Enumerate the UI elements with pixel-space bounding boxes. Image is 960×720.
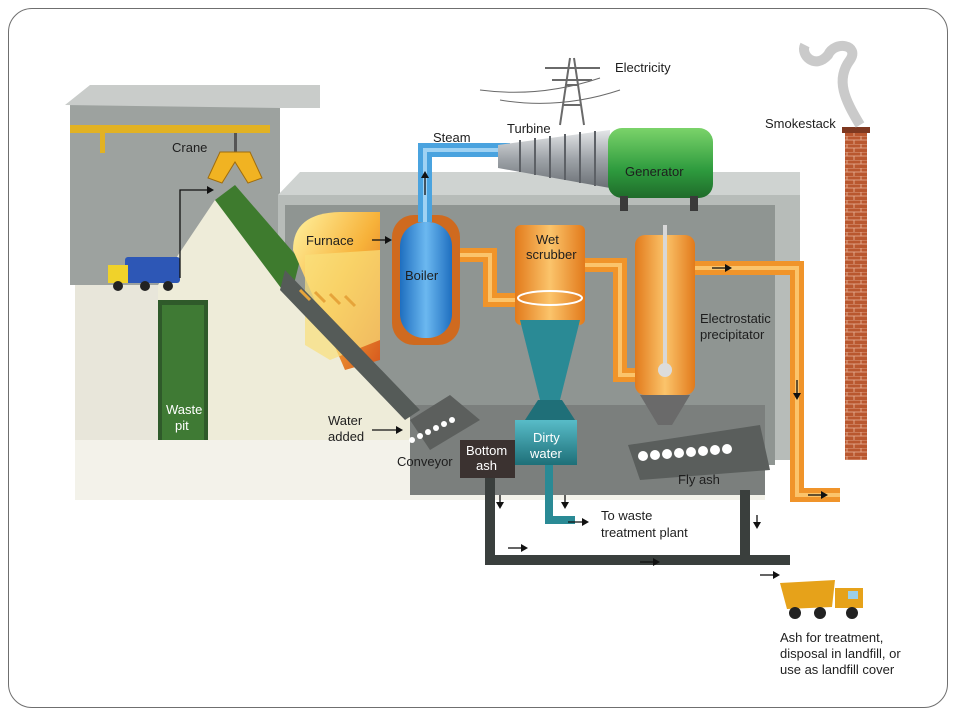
- steam-pipe: [418, 143, 510, 222]
- label-bottom-ash-1: Bottom: [466, 443, 507, 458]
- label-waste-pit-1: Waste: [166, 402, 202, 417]
- stack-pipe: [695, 261, 840, 502]
- label-steam: Steam: [433, 130, 471, 145]
- label-dirty-water-2: water: [529, 446, 562, 461]
- ash-pipes: [485, 460, 790, 579]
- label-smokestack: Smokestack: [765, 116, 836, 131]
- label-generator: Generator: [625, 164, 684, 179]
- label-conveyor: Conveyor: [397, 454, 453, 469]
- label-furnace: Furnace: [306, 233, 354, 248]
- label-wet-scrubber-2: scrubber: [526, 247, 577, 262]
- furnace: [280, 212, 420, 420]
- boiler: [392, 215, 460, 345]
- label-waste-treatment-2: treatment plant: [601, 525, 688, 540]
- label-fly-ash: Fly ash: [678, 472, 720, 487]
- conveyor: [372, 395, 480, 450]
- label-waste-pit-2: pit: [175, 418, 189, 433]
- label-waste-treatment-1: To waste: [601, 508, 652, 523]
- smokestack: [799, 41, 870, 460]
- turbine: [498, 130, 610, 188]
- electrostatic-precipitator: [628, 225, 770, 480]
- label-ash-treatment-1: Ash for treatment,: [780, 630, 883, 645]
- label-electrostatic-2: precipitator: [700, 327, 765, 342]
- bottom-ash-box: [460, 440, 515, 478]
- label-ash-treatment-3: use as landfill cover: [780, 662, 895, 677]
- power-tower: [479, 57, 621, 126]
- generator: [608, 128, 713, 211]
- crane-claw: [179, 133, 263, 278]
- dirty-water-box: [515, 420, 577, 465]
- label-ash-treatment-2: disposal in landfill, or: [780, 646, 901, 661]
- garbage-truck: [108, 257, 180, 291]
- label-crane: Crane: [172, 140, 207, 155]
- label-water-added-2: added: [328, 429, 364, 444]
- dump-truck: [780, 580, 863, 619]
- label-dirty-water-1: Dirty: [533, 430, 560, 445]
- label-electricity: Electricity: [615, 60, 671, 75]
- scrubber-pipe: [585, 258, 640, 382]
- label-boiler: Boiler: [405, 268, 439, 283]
- label-turbine: Turbine: [507, 121, 551, 136]
- label-wet-scrubber-1: Wet: [536, 232, 559, 247]
- waste-pit: [158, 185, 300, 440]
- label-bottom-ash-2: ash: [476, 458, 497, 473]
- flue-pipe: [460, 248, 520, 307]
- label-water-added-1: Water: [328, 413, 363, 428]
- label-electrostatic-1: Electrostatic: [700, 311, 771, 326]
